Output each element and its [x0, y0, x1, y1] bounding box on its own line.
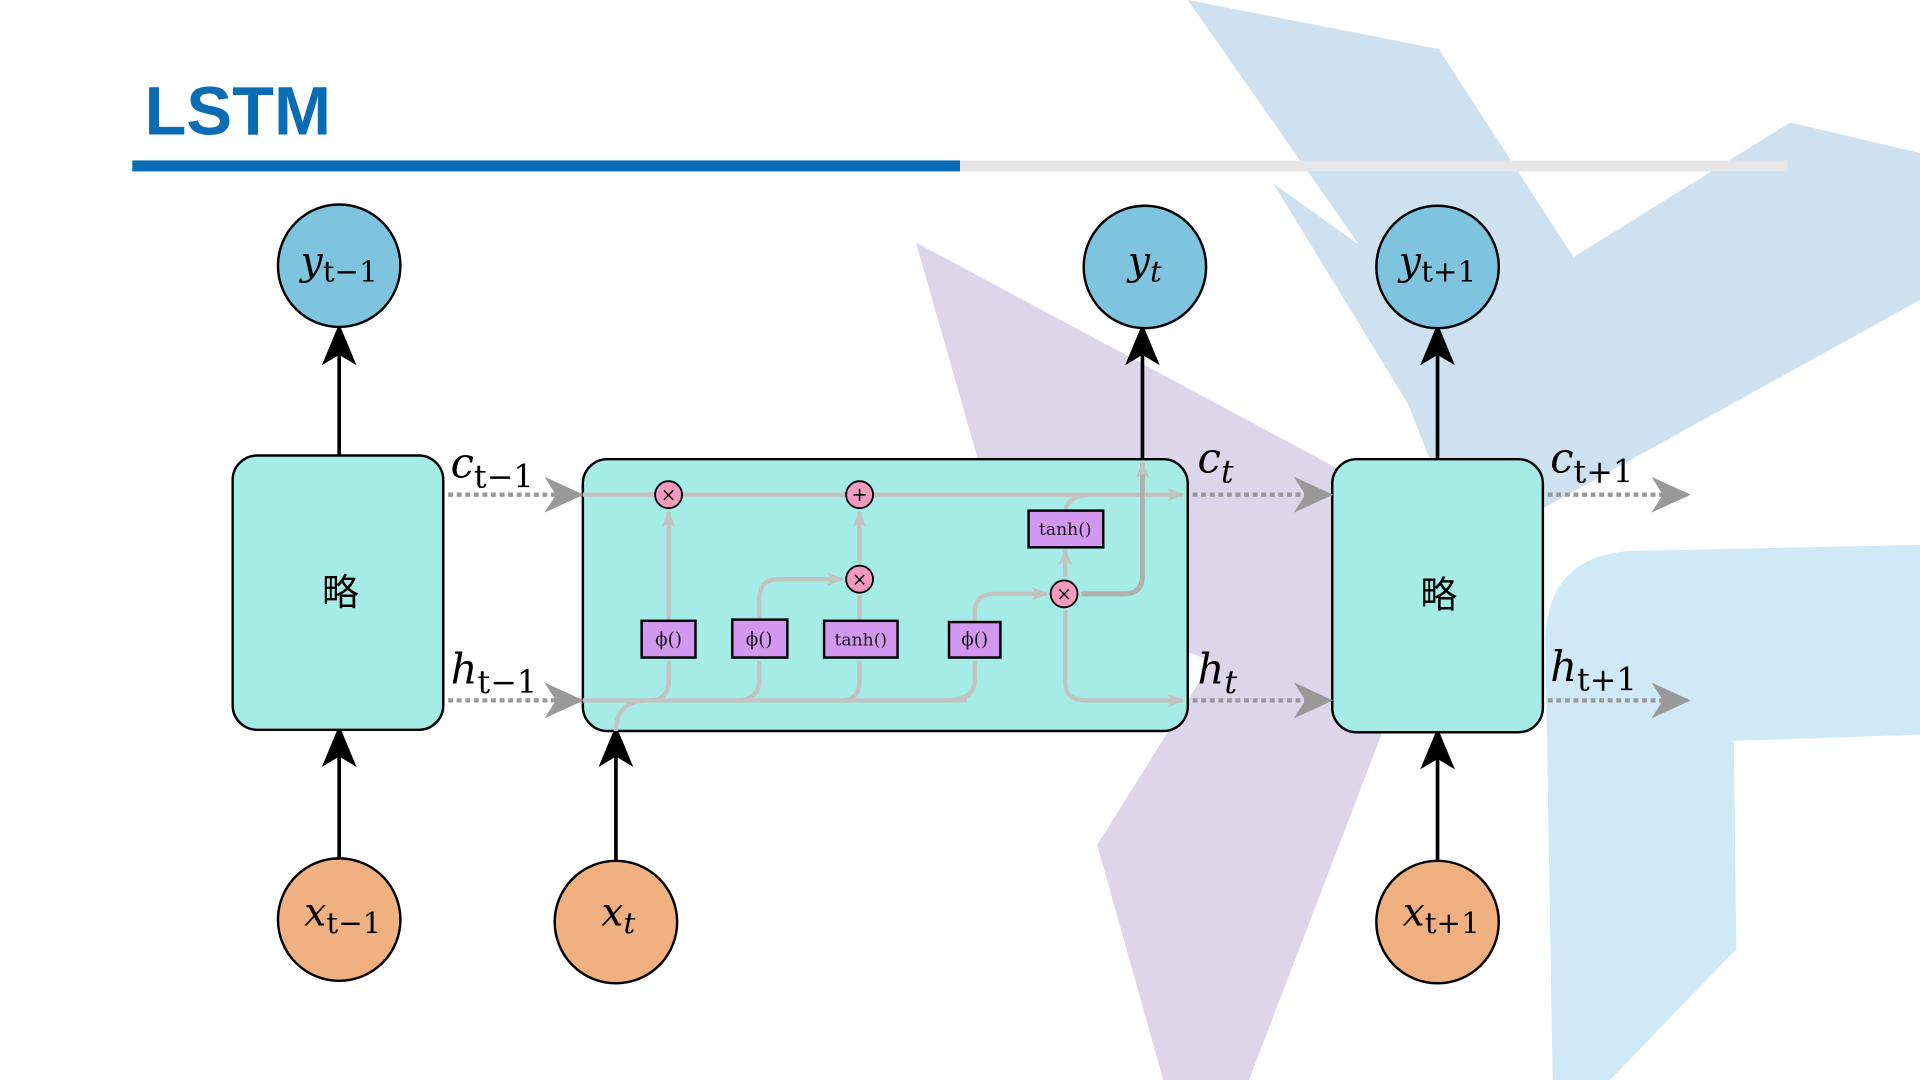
input-gate-branch [734, 661, 762, 703]
input-multiply-symbol: × [852, 569, 867, 590]
input-multiply-circle [845, 564, 874, 594]
x-input-merge-path [613, 698, 650, 732]
input-node-x-cur[interactable]: xt [553, 859, 679, 985]
candidate-gate: tanh() [822, 619, 899, 659]
background-decoration [915, 0, 1920, 1080]
input-node-x-prev-circle[interactable] [276, 857, 402, 983]
output-node-y-prev-label: yt−1 [299, 239, 378, 288]
title-rule-rest [960, 160, 1788, 172]
input-node-x-prev[interactable]: xt−1 [276, 857, 402, 983]
input-gate: ϕ() [731, 618, 789, 659]
output-node-y-next[interactable]: yt+1 [1375, 204, 1500, 330]
output-node-y-cur-circle[interactable] [1082, 204, 1208, 330]
output-node-y-prev[interactable]: yt−1 [276, 203, 402, 329]
label-c-prev: ct−1 [451, 439, 534, 496]
output-gate-to-mul [972, 587, 1049, 621]
output-gate-label: ϕ() [961, 629, 988, 650]
input-nodes: xt−1 xt xt+1 [276, 857, 1500, 985]
input-node-x-cur-circle[interactable] [553, 859, 679, 985]
output-gate: ϕ() [947, 620, 1002, 659]
output-nodes: yt−1 yt yt+1 [276, 203, 1500, 330]
lstm-internals [582, 461, 1185, 732]
candidate-gate-box [822, 619, 899, 659]
input-node-x-cur-label: xt [601, 891, 635, 940]
output-gate-branch [942, 661, 977, 703]
cell-add-symbol: + [851, 483, 867, 506]
cell-next-box[interactable] [1331, 457, 1545, 734]
output-node-y-cur[interactable]: yt [1082, 204, 1208, 330]
cell-to-tanh [1063, 492, 1090, 511]
forget-gate-branch [648, 661, 671, 703]
state-arrows [448, 476, 1691, 719]
label-h-next: ht+1 [1550, 642, 1637, 699]
output-multiply-symbol: × [1056, 584, 1071, 605]
output-multiply-op: × [1049, 579, 1079, 609]
forget-multiply-op: × [654, 480, 683, 510]
input-gate-box [731, 618, 789, 659]
bg-shape-purple-arrow [915, 242, 1387, 1080]
label-c-cur: ct [1198, 434, 1234, 491]
forget-multiply-symbol: × [661, 485, 676, 506]
label-c-next: ct+1 [1550, 434, 1633, 491]
output-gate-box [947, 620, 1002, 659]
slide-title: LSTM [144, 73, 331, 150]
cell-prev[interactable]: 略 [231, 454, 445, 732]
gates: ϕ() ϕ() tanh() ϕ() tanh() [640, 509, 1105, 659]
input-node-x-next-circle[interactable] [1375, 859, 1500, 985]
label-h-cur: ht [1198, 644, 1238, 701]
cell-tanh-label: tanh() [1039, 520, 1092, 540]
cell-prev-label: 略 [322, 571, 359, 614]
forget-multiply-circle [654, 480, 683, 510]
forget-gate-box [640, 619, 697, 659]
forget-gate: ϕ() [640, 619, 697, 659]
cell-add-circle [845, 480, 874, 510]
input-gate-to-mul [757, 572, 845, 620]
candidate-branch [839, 661, 862, 703]
cell-prev-box[interactable] [231, 454, 445, 732]
input-multiply-op: × [845, 564, 874, 594]
cell-add-op: + [845, 480, 874, 510]
output-node-y-next-label: yt+1 [1397, 239, 1476, 288]
operators: × + × × [654, 480, 1079, 609]
state-labels: ct−1 ht−1 ct ht ct+1 ht+1 [451, 434, 1637, 701]
cell-next[interactable]: 略 [1331, 457, 1545, 734]
forget-gate-label: ϕ() [655, 629, 682, 650]
input-gate-label: ϕ() [746, 629, 773, 650]
output-node-y-prev-circle[interactable] [276, 203, 402, 329]
candidate-gate-label: tanh() [835, 630, 888, 650]
cell-next-label: 略 [1420, 573, 1457, 616]
output-node-y-next-circle[interactable] [1375, 204, 1500, 330]
bg-shape-blue-chevron-lower [1273, 183, 1488, 545]
output-node-y-cur-label: yt [1126, 239, 1162, 288]
title-rule-accent [132, 160, 961, 172]
cell-tanh-box [1027, 509, 1105, 549]
output-mul-to-yt [1081, 461, 1150, 597]
input-node-x-next[interactable]: xt+1 [1375, 859, 1500, 985]
io-arrows [321, 323, 1455, 863]
output-multiply-circle [1049, 579, 1079, 609]
output-mul-to-ht [1063, 609, 1185, 708]
bg-shape-blue-chevron [1187, 0, 1920, 539]
bg-shape-lightblue-corner [1545, 544, 1920, 1080]
label-h-prev: ht−1 [451, 644, 538, 701]
cell-tanh-gate: tanh() [1027, 509, 1105, 549]
input-node-x-prev-label: xt−1 [304, 891, 381, 940]
input-node-x-next-label: xt+1 [1403, 891, 1480, 940]
